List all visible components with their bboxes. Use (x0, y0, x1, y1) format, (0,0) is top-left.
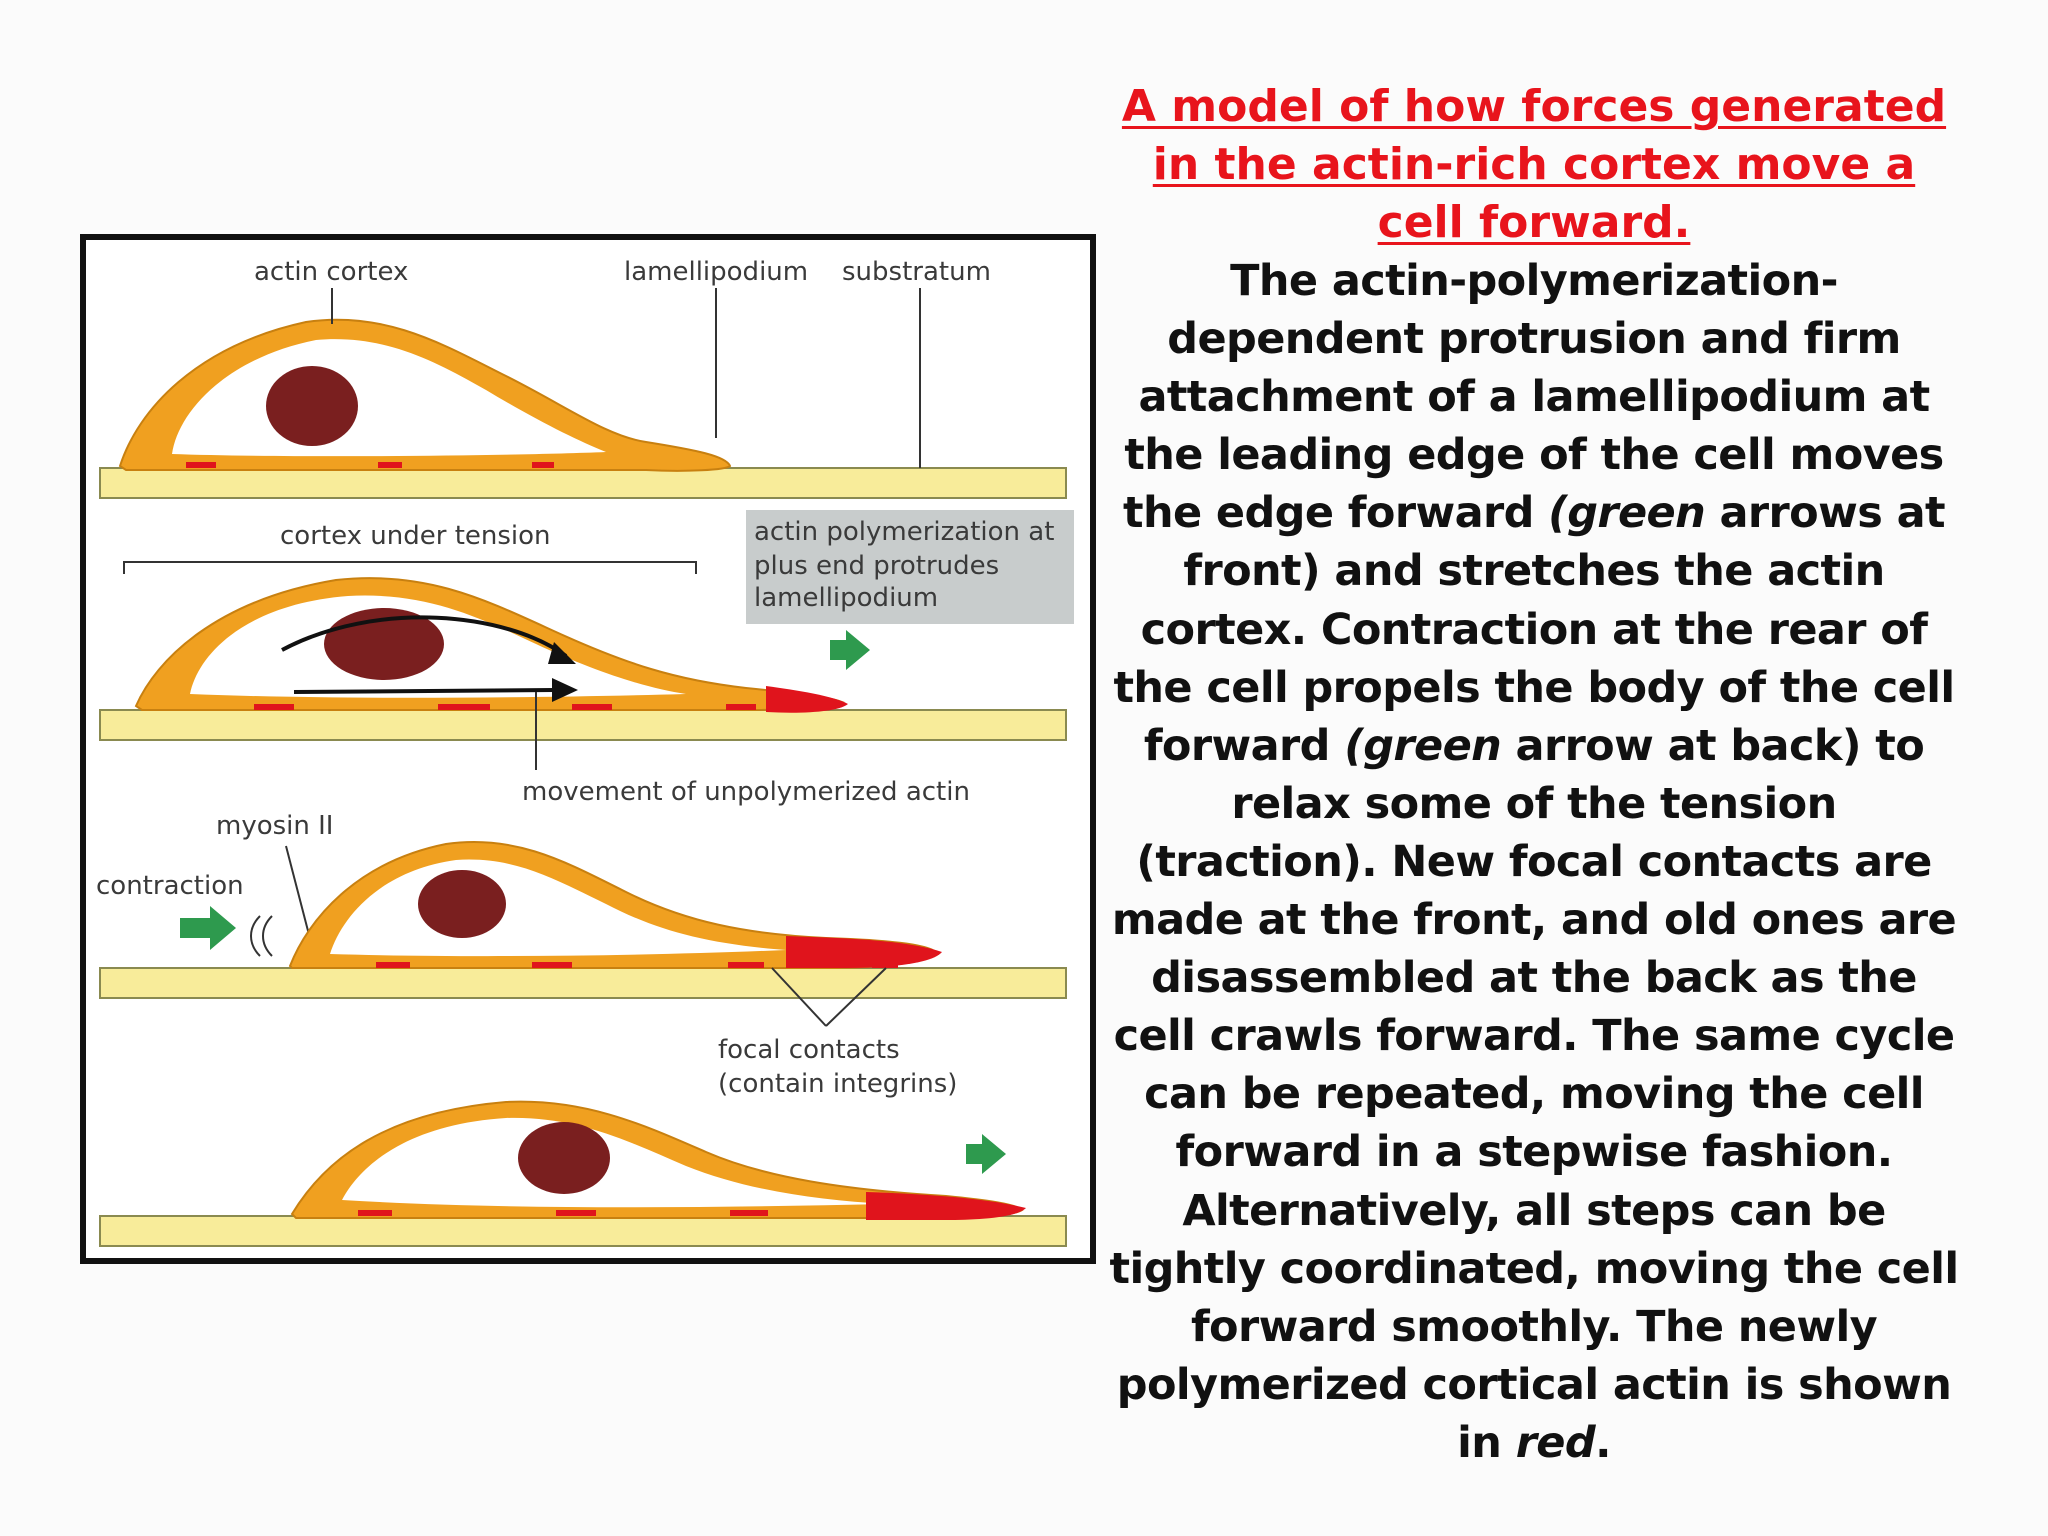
cell-3-nucleus (418, 870, 506, 938)
cell-3-new-actin (786, 936, 942, 968)
text-panel: A model of how forces generated in the a… (1104, 78, 1964, 1472)
arrow-straight-head (552, 678, 578, 702)
contraction-mark-2 (262, 915, 273, 957)
label-cortex-under-tension: cortex under tension (280, 521, 551, 551)
label-actin-poly-1: actin polymerization at (754, 517, 1054, 547)
focal-contact-2d (726, 704, 756, 710)
focal-contact-2a (254, 704, 294, 710)
focal-contact-1b (378, 462, 402, 468)
substratum-4 (99, 1215, 1067, 1247)
callout-actin-polymerization (746, 510, 1074, 624)
focal-contact-2c (572, 704, 612, 710)
bracket-cortex-tension (123, 561, 697, 574)
label-actin-poly-2: plus end protrudes (754, 551, 999, 581)
cell-4-nucleus (518, 1122, 610, 1194)
arrow-straight-shaft (293, 688, 555, 694)
body-red: red (1515, 1417, 1596, 1468)
slide-body: The actin-polymerization-dependent protr… (1104, 252, 1964, 1472)
label-focal-contacts: focal contacts (718, 1035, 900, 1065)
cell-1-nucleus (266, 366, 358, 446)
cell-migration-diagram: actin cortex lamellipodium substratum co… (96, 257, 1074, 1247)
substratum-2 (99, 709, 1067, 741)
focal-contact-1a (186, 462, 216, 468)
cell-2-new-actin (766, 686, 848, 713)
label-contraction: contraction (96, 871, 244, 901)
arrow-tension-head (548, 642, 576, 664)
label-lamellipodium: lamellipodium (624, 257, 808, 287)
body-green-2: (green (1344, 720, 1502, 771)
label-contain-integrins: (contain integrins) (718, 1069, 957, 1099)
focal-contact-4a (358, 1210, 392, 1216)
body-part-3: arrow at back) to relax some of the tens… (1109, 720, 1959, 1468)
focal-contact-3b (532, 962, 572, 968)
focal-contact-4d (966, 1210, 994, 1216)
body-part-1: The actin-polymerization-dependent protr… (1123, 256, 1944, 539)
focal-contact-3a (376, 962, 410, 968)
arrow-tension-curve (281, 615, 568, 658)
focal-contact-4c (730, 1210, 768, 1216)
body-green-1: (green (1548, 488, 1706, 539)
focal-contact-1c (532, 462, 554, 468)
focal-contact-3c (728, 962, 764, 968)
focal-contact-2b (438, 704, 490, 710)
label-actin-poly-3: lamellipodium (754, 583, 938, 613)
green-arrow-front-4 (966, 1134, 1006, 1174)
label-actin-cortex: actin cortex (254, 257, 408, 287)
body-part-4: . (1595, 1417, 1611, 1468)
figure-frame: actin cortex lamellipodium substratum co… (80, 234, 1096, 1264)
contraction-mark-1 (250, 915, 261, 957)
substratum-3 (99, 967, 1067, 999)
label-movement-unpolymerized: movement of unpolymerized actin (522, 777, 970, 807)
slide-title: A model of how forces generated in the a… (1121, 81, 1947, 248)
label-substratum: substratum (842, 257, 991, 287)
leader-focal-1 (771, 967, 827, 1027)
green-arrow-contraction (180, 906, 236, 950)
focal-contact-3d (872, 962, 898, 968)
green-arrow-front-2 (830, 630, 870, 670)
leader-focal-2 (825, 967, 887, 1027)
focal-contact-4b (556, 1210, 596, 1216)
label-myosin-ii: myosin II (216, 811, 333, 841)
body-part-2: arrows at front) and stretches the actin… (1113, 488, 1955, 771)
substratum-1 (99, 467, 1067, 499)
cell-4-cytoplasm (342, 1117, 886, 1208)
